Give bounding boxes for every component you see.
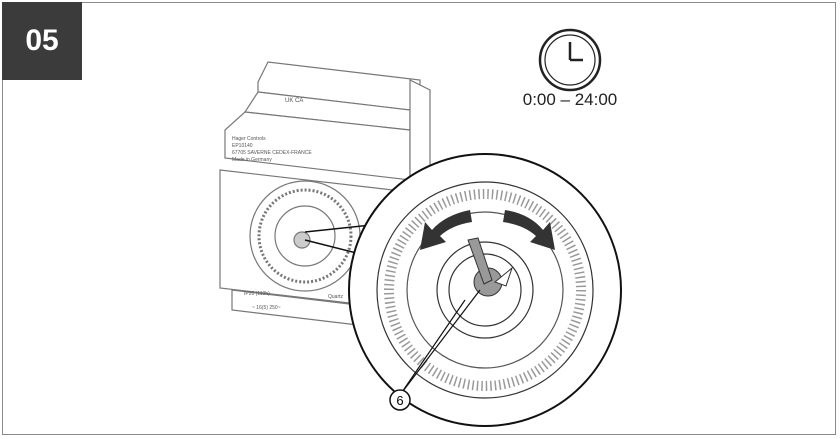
svg-text:~ 16(5) 250~: ~ 16(5) 250~	[252, 305, 281, 311]
device-label: Hager Controls EP10140 67705 SAVERNE CED…	[232, 98, 344, 311]
svg-text:IP20 (110h): IP20 (110h)	[244, 291, 270, 297]
rotate-arrows-icon	[420, 210, 555, 250]
magnified-dial	[348, 153, 622, 427]
callout-marker	[389, 389, 411, 411]
svg-text:UK CA: UK CA	[285, 98, 303, 104]
callout-number: 6	[396, 393, 403, 408]
svg-text:Hager Controls: Hager Controls	[232, 136, 266, 142]
clock-icon	[538, 28, 602, 92]
svg-text:Made in Germany: Made in Germany	[232, 157, 272, 163]
quartz-label: Quartz	[328, 294, 344, 300]
step-number-badge: 05	[2, 2, 82, 80]
svg-text:67705 SAVERNE CEDEX-FRANCE: 67705 SAVERNE CEDEX-FRANCE	[232, 150, 312, 156]
illustration-frame	[2, 2, 836, 435]
svg-text:EP10140: EP10140	[232, 143, 253, 149]
time-range-label: 0:00 – 24:00	[522, 90, 618, 109]
